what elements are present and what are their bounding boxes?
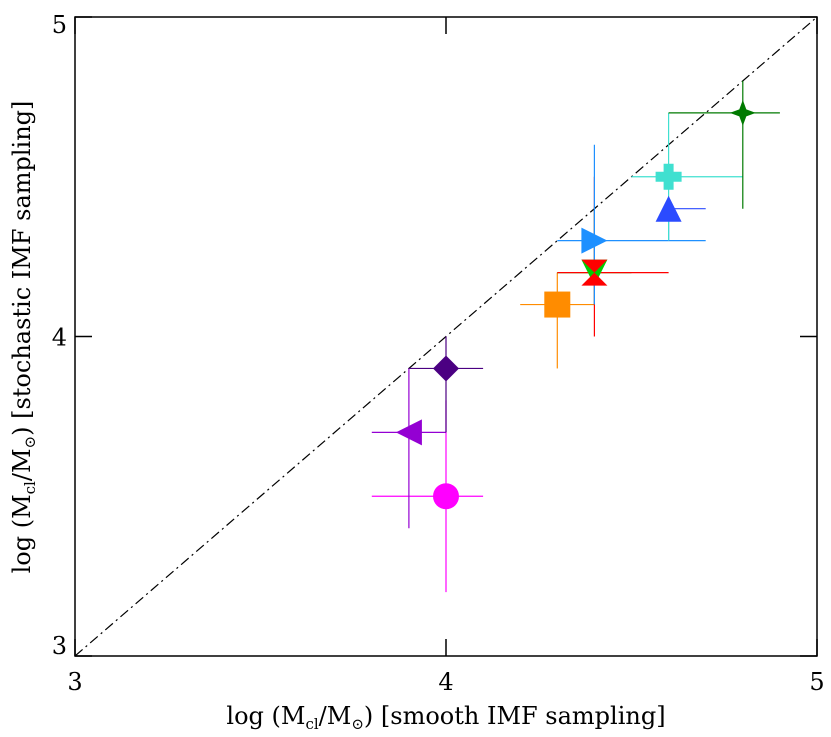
y-tick-label: 3 (52, 632, 67, 660)
diamond-marker (433, 355, 459, 382)
tick-labels: 3 4 5 3 4 5 (52, 11, 825, 696)
square-marker (544, 291, 571, 318)
star-marker (729, 99, 756, 126)
y-tick-label: 5 (52, 11, 67, 39)
x-axis-label: log (Mcl/M⊙) [smooth IMF sampling] (226, 702, 665, 733)
x-tick-label: 5 (809, 668, 824, 696)
triangle-left-marker (395, 419, 422, 446)
x-tick-label: 4 (438, 668, 453, 696)
data-markers (395, 99, 756, 510)
error-bars (371, 80, 780, 593)
triangle-right-marker (581, 227, 608, 254)
x-tick-label: 3 (67, 668, 82, 696)
bowtie-marker-bottom (581, 272, 608, 286)
cross-marker (655, 163, 682, 190)
bowtie-marker-top (581, 259, 608, 273)
axis-ticks (74, 16, 818, 657)
triangle-up-marker (655, 195, 682, 222)
circle-marker (433, 483, 459, 510)
y-tick-label: 4 (52, 324, 67, 352)
y-axis-label: log (Mcl/M⊙) [stochastic IMF sampling] (8, 101, 39, 574)
